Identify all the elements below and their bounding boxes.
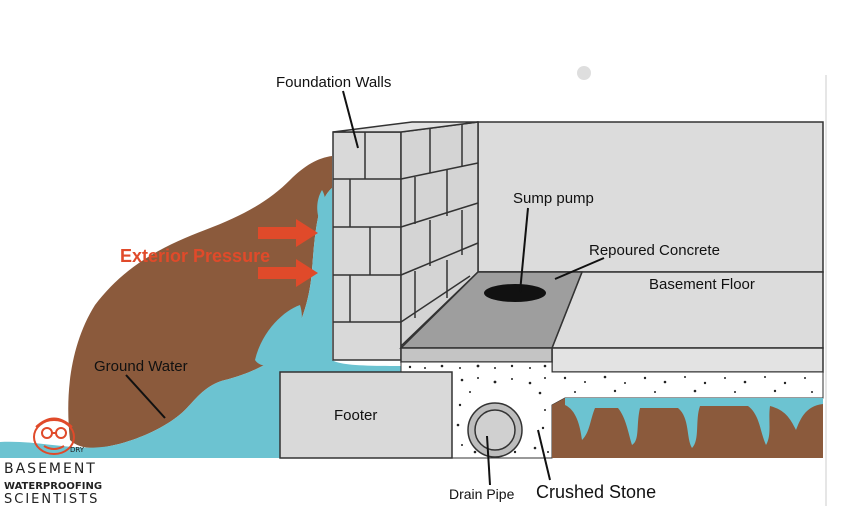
leader-ground-water — [125, 374, 166, 419]
label-drain-pipe: Drain Pipe — [449, 486, 515, 502]
ground-water-right — [565, 398, 823, 448]
leader-foundation-walls — [342, 90, 359, 149]
pressure-arrow-lower — [258, 259, 318, 287]
ground-water-left — [0, 188, 440, 458]
brand-logo: DRY BASEMENT WATERPROOFING SCIENTISTS — [4, 417, 102, 506]
logo-line-2: WATERPROOFING — [4, 481, 102, 492]
logo-line-1: BASEMENT — [4, 461, 97, 477]
leader-repoured-concrete — [554, 257, 605, 280]
label-crushed-stone: Crushed Stone — [536, 482, 656, 502]
logo-mascot-icon — [33, 417, 75, 455]
water-drip — [317, 190, 326, 222]
crushed-stone-dots — [408, 364, 813, 456]
label-exterior-pressure: Exterior Pressure — [120, 246, 270, 266]
logo-line-3: SCIENTISTS — [4, 492, 99, 506]
leader-drain-pipe — [486, 435, 491, 486]
basement-floor-edge — [551, 347, 824, 373]
pressure-arrows — [258, 219, 318, 287]
label-basement-floor: Basement Floor — [649, 276, 755, 293]
water-patch — [255, 305, 302, 366]
foundation-wall-front — [332, 131, 402, 361]
label-ground-water: Ground Water — [94, 358, 188, 375]
foundation-wall-top — [332, 121, 479, 133]
label-sump-pump: Sump pump — [513, 190, 594, 207]
label-repoured-concrete: Repoured Concrete — [589, 242, 720, 259]
logo-badge: DRY — [70, 446, 85, 454]
footer-block — [279, 371, 453, 459]
label-foundation-walls: Foundation Walls — [276, 74, 391, 91]
leader-sump-pump — [519, 207, 529, 293]
leader-crushed-stone — [537, 429, 551, 481]
repoured-concrete-edge — [400, 347, 553, 363]
leader-lines — [125, 90, 605, 486]
label-footer: Footer — [334, 407, 377, 424]
pressure-arrow-upper — [258, 219, 318, 247]
drain-pipe-inner — [474, 409, 516, 451]
dot-marker — [577, 66, 591, 80]
sump-pump-hole — [484, 284, 546, 302]
